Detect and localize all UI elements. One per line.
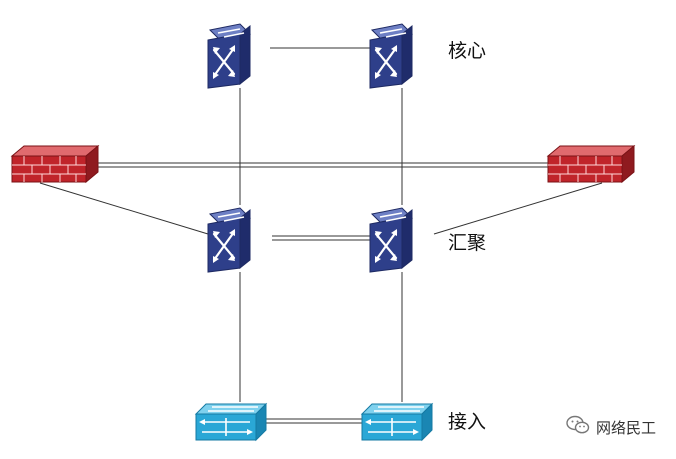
watermark: 网络民工 xyxy=(566,415,656,439)
aggregation-tier-label: 汇聚 xyxy=(448,232,487,254)
access-switch-right-icon xyxy=(361,403,433,441)
watermark-text: 网络民工 xyxy=(595,418,656,437)
access-tier-label: 接入 xyxy=(448,411,487,433)
core-tier-label: 核心 xyxy=(448,40,487,62)
core-switch-right-icon xyxy=(368,22,414,90)
firewall-right-icon xyxy=(547,145,635,183)
aggregation-switch-right-icon xyxy=(368,206,414,274)
links xyxy=(39,47,603,424)
core-switch-left-icon xyxy=(206,22,252,90)
aggregation-switch-left-icon xyxy=(206,206,252,274)
firewall-left-icon xyxy=(11,145,99,183)
access-switch-left-icon xyxy=(195,403,267,441)
wechat-icon xyxy=(566,415,590,439)
link-fw-right-agg-right xyxy=(433,182,603,235)
link-fw-left-agg-left xyxy=(39,182,209,235)
